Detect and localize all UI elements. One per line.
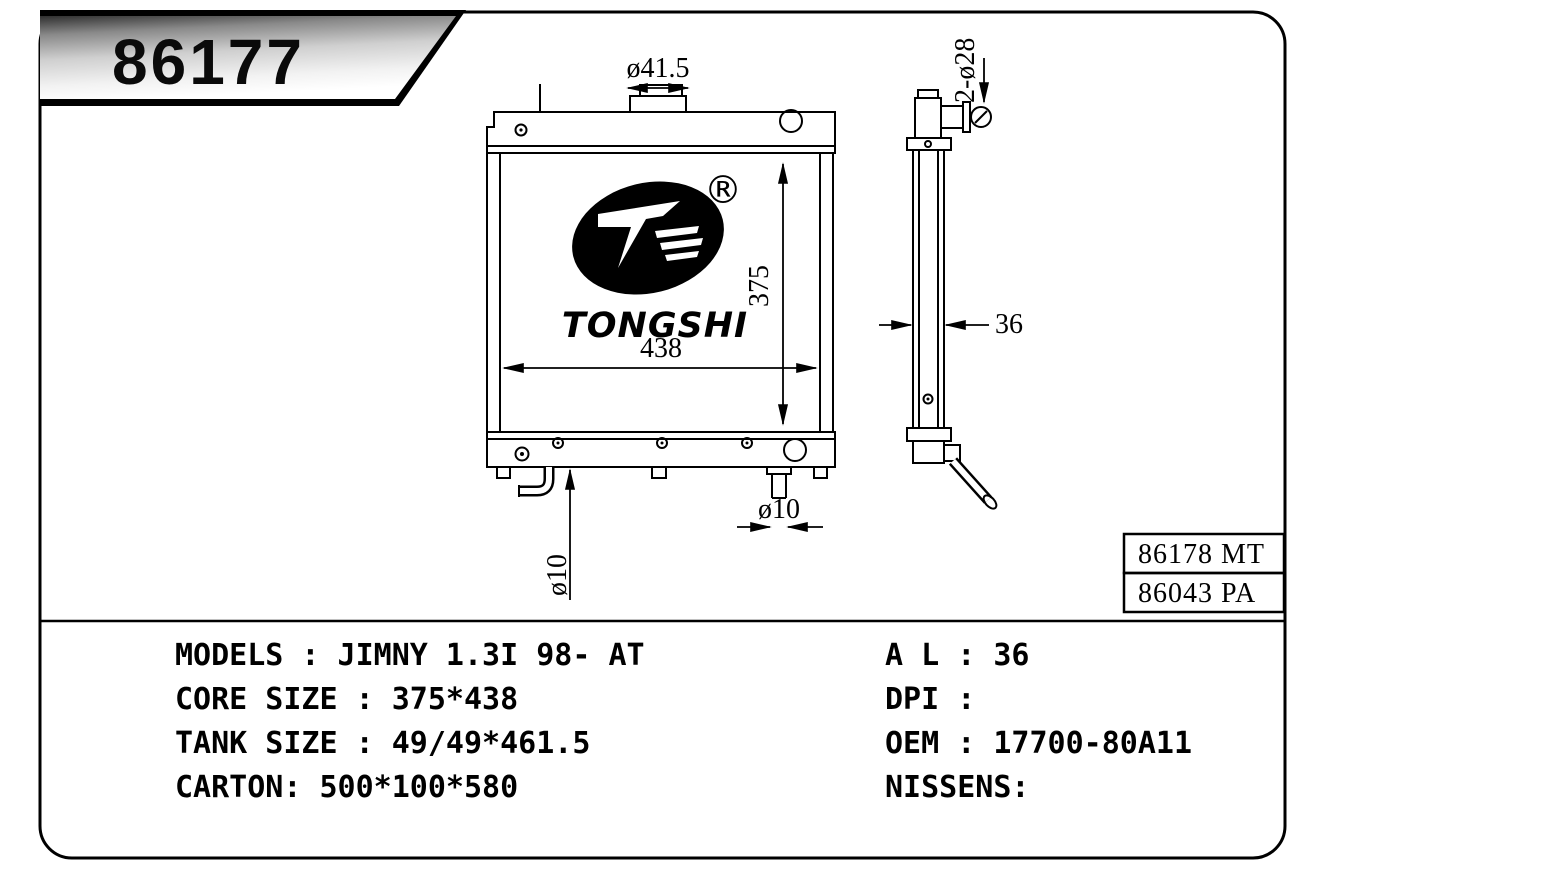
dim-core-width-label: 438 <box>640 333 682 364</box>
dim-side-ports-label: 2-ø28 <box>950 38 981 103</box>
dim-outlet-diameter-label: ø10 <box>758 494 800 525</box>
dim-outlet-diameter: ø10 <box>737 494 823 533</box>
mount-screw-top-left <box>514 123 528 137</box>
spec-carton: CARTON: 500*100*580 <box>175 770 519 805</box>
dim-filler-neck-label: ø41.5 <box>627 53 690 84</box>
mount-hole-top-right <box>779 109 803 133</box>
spec-core-size: CORE SIZE : 375*438 <box>175 682 519 717</box>
reference-cell <box>1122 571 1286 614</box>
dim-core-height: 375 <box>744 162 789 426</box>
filler-neck <box>629 84 687 113</box>
spec-dpi: DPI : <box>885 682 976 717</box>
banner-metal-gradient <box>40 16 456 99</box>
spec-nissens: NISSENS: <box>885 770 1030 805</box>
dim-drain-diameter: ø10 <box>542 468 576 600</box>
page-border <box>38 10 1287 860</box>
radiator-side-view <box>906 89 998 510</box>
dim-core-width: 438 <box>502 333 818 374</box>
reference-number-table: 86178 MT 86043 PA <box>1122 532 1286 614</box>
top-tank <box>486 111 836 154</box>
spec-column-left: MODELS : JIMNY 1.3I 98- AT CORE SIZE : 3… <box>175 634 885 810</box>
reference-number-mt: 86178 MT <box>1138 539 1265 570</box>
registered-trademark-icon: ® <box>704 168 742 212</box>
inlet-port <box>940 101 992 133</box>
spec-panel: MODELS : JIMNY 1.3I 98- AT CORE SIZE : 3… <box>38 634 1286 810</box>
drain-bolt <box>514 446 530 462</box>
spec-models: MODELS : JIMNY 1.3I 98- AT <box>175 638 645 673</box>
outlet-port-side <box>943 444 998 510</box>
mount-hole-bottom-right <box>783 438 807 462</box>
dim-side-thickness: 36 <box>879 309 1023 340</box>
logo-wordmark: TONGSHI <box>562 306 748 346</box>
dim-side-ports: 2-ø28 <box>950 38 990 104</box>
part-number-banner: 86177 <box>40 10 466 106</box>
spec-oem: OEM : 17700-80A11 <box>885 726 1193 761</box>
outlet-pipe <box>766 466 792 499</box>
drain-elbow <box>518 467 555 497</box>
spec-column-right: A L : 36 DPI : OEM : 17700-80A11 NISSENS… <box>885 634 1286 810</box>
dim-filler-neck: ø41.5 <box>626 53 690 94</box>
dim-drain-diameter-label: ø10 <box>542 554 573 596</box>
dim-side-thickness-label: 36 <box>995 309 1023 340</box>
dim-core-height-label: 375 <box>744 265 775 307</box>
logo-ellipse-mark <box>572 181 724 295</box>
logo-swoosh <box>598 201 680 268</box>
tongshi-logo: ® TONGSHI <box>562 168 748 346</box>
reference-number-pa: 86043 PA <box>1138 578 1256 609</box>
dimensions: ø41.5 438 375 ø10 ø10 2-ø28 <box>502 38 1023 600</box>
part-number: 86177 <box>112 26 305 98</box>
spec-al: A L : 36 <box>885 638 1030 673</box>
spec-tank-size: TANK SIZE : 49/49*461.5 <box>175 726 591 761</box>
